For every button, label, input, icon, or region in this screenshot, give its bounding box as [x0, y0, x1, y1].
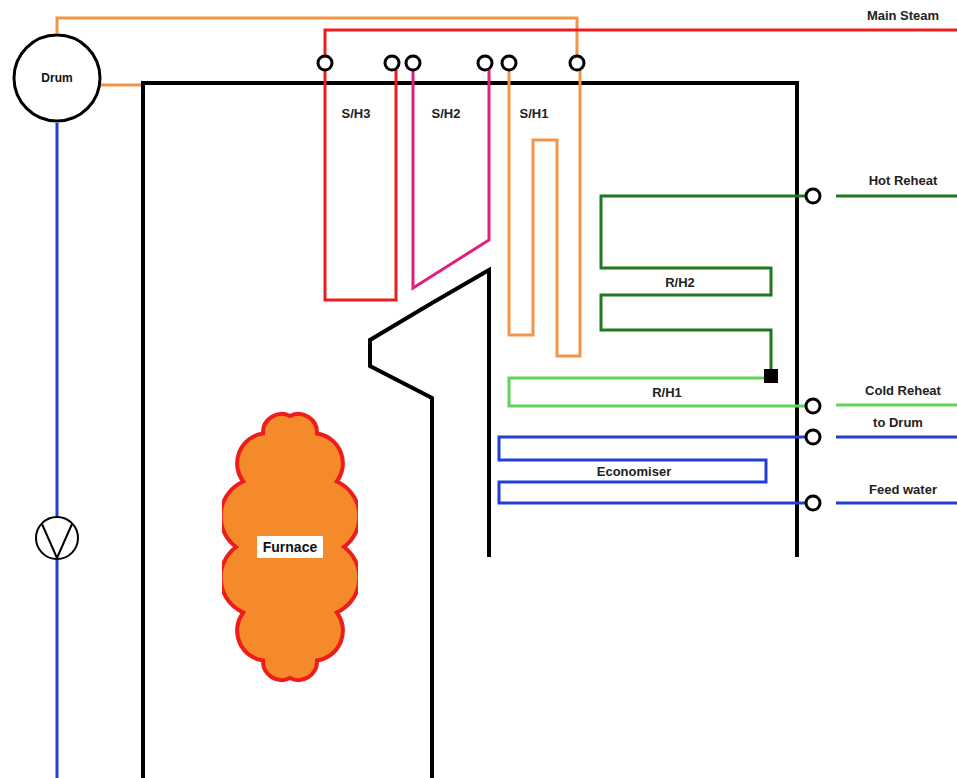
pipe-label: Hot Reheat	[867, 173, 940, 188]
header-stub	[318, 56, 332, 70]
furnace-nose-wall	[370, 270, 489, 778]
main-steam-pipe	[325, 30, 957, 56]
drum-label: Drum	[41, 71, 72, 85]
saturated-steam-pipe	[57, 18, 577, 56]
superheater-2	[413, 70, 489, 288]
to-drum-pipe	[836, 436, 957, 439]
cold-reheat-pipe	[836, 404, 957, 407]
superheater-1	[509, 70, 580, 356]
pipe-label: to Drum	[871, 415, 925, 430]
bank-label: S/H1	[518, 106, 551, 121]
economiser-coil	[499, 437, 805, 503]
header-stub	[806, 496, 820, 510]
drum-circle	[14, 35, 100, 121]
header-stub	[478, 56, 492, 70]
bank-label: S/H2	[430, 106, 463, 121]
pipe-label: Cold Reheat	[863, 383, 943, 398]
furnace-label: Furnace	[257, 536, 323, 558]
bank-label: S/H3	[340, 106, 373, 121]
feed-water-pipe	[836, 502, 957, 505]
header-stub	[502, 56, 516, 70]
boiler-casing	[143, 83, 797, 778]
pump-symbol	[36, 517, 78, 559]
riser-pipe	[101, 84, 143, 87]
flame-cloud	[222, 414, 358, 680]
superheater-3	[325, 70, 396, 300]
bank-label: R/H2	[663, 275, 697, 290]
header-stub	[385, 56, 399, 70]
furnace-flame: Furnace	[222, 402, 358, 692]
downcomer-pipe	[56, 123, 59, 778]
header-stub	[570, 56, 584, 70]
reheater-junction	[764, 369, 778, 383]
header-stub	[806, 399, 820, 413]
header-stub	[806, 189, 820, 203]
bank-label: Economiser	[595, 464, 673, 479]
pipe-label: Main Steam	[865, 8, 941, 23]
header-stub	[406, 56, 420, 70]
bank-label: R/H1	[650, 385, 684, 400]
steam-drum: Drum	[12, 33, 102, 123]
reheater-1	[509, 378, 805, 406]
hot-reheat-pipe	[836, 195, 957, 198]
pump-symbol	[42, 524, 72, 558]
pipe-label: Feed water	[867, 482, 939, 497]
reheater-2	[601, 196, 805, 376]
header-stub	[806, 430, 820, 444]
